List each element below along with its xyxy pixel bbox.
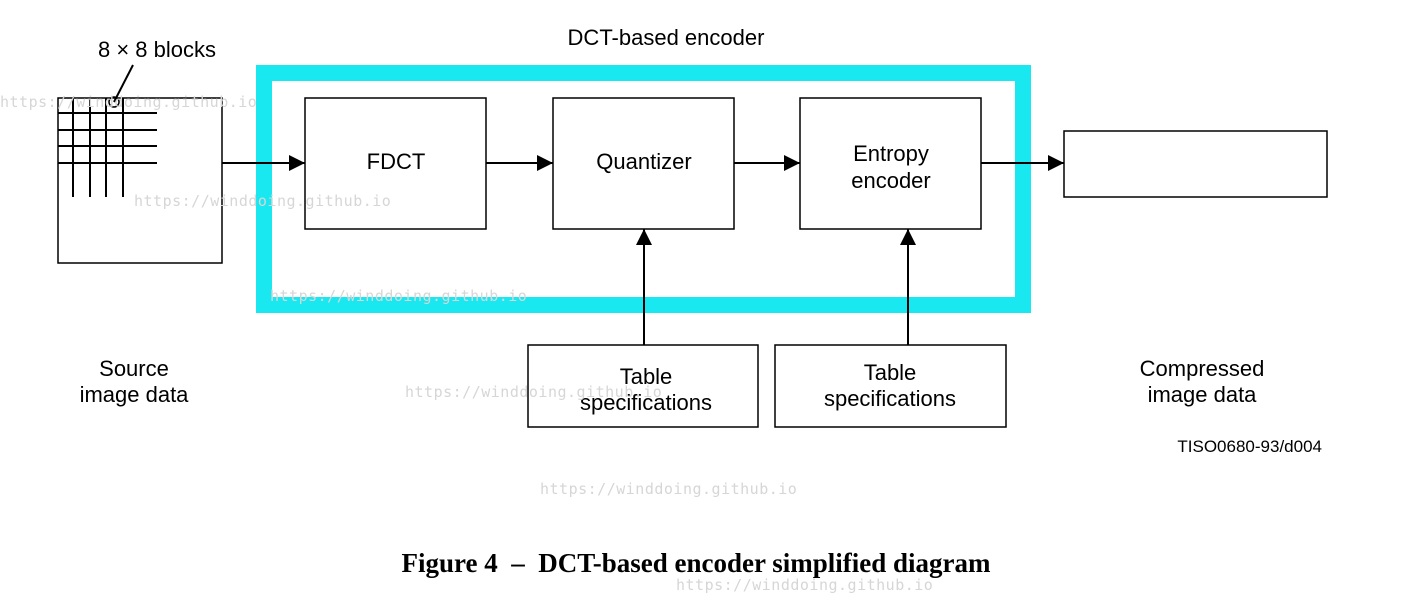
entropy-table-specs-block [774, 344, 1007, 428]
watermark-text: https://winddoing.github.io [270, 287, 527, 305]
grid-label: 8 × 8 blocks [98, 37, 216, 62]
entropy-table-label-line-2: specifications [824, 386, 956, 411]
entropy-table-label-line-1: Table [864, 360, 917, 385]
quantizer-table-label-line-2: specifications [580, 390, 712, 415]
compressed-label-line-1: Compressed [1140, 356, 1265, 381]
grid-pointer-dot [108, 96, 120, 108]
watermark-text: https://winddoing.github.io [0, 93, 257, 111]
source-label-line-1: Source [99, 356, 169, 381]
source-label-line-2: image data [80, 382, 190, 407]
grid-pointer-line [113, 64, 134, 103]
compressed-output-box [1063, 130, 1328, 198]
fdct-label: FDCT [367, 149, 426, 174]
quantizer-label: Quantizer [596, 149, 691, 174]
quantizer-block [552, 97, 735, 230]
watermark-text: https://winddoing.github.io [405, 383, 662, 401]
quantizer-table-specs-block [527, 344, 759, 428]
quantizer-table-label-line-1: Table [620, 364, 673, 389]
compressed-label-line-2: image data [1148, 382, 1258, 407]
figure-caption: Figure 4 – DCT-based encoder simplified … [401, 548, 991, 578]
entropy-label-line-1: Entropy [853, 141, 929, 166]
source-image-box [57, 97, 223, 264]
entropy-encoder-block [799, 97, 982, 230]
watermark-text: https://winddoing.github.io [540, 480, 797, 498]
encoder-title: DCT-based encoder [568, 25, 765, 50]
fdct-block [304, 97, 487, 230]
watermark-text: https://winddoing.github.io [134, 192, 391, 210]
entropy-label-line-2: encoder [851, 168, 931, 193]
watermark-text: https://winddoing.github.io [676, 576, 933, 594]
figure-code: TISO0680-93/d004 [1177, 437, 1322, 456]
source-image-block: 8 × 8 blocks [57, 37, 223, 264]
block-grid [58, 98, 157, 197]
